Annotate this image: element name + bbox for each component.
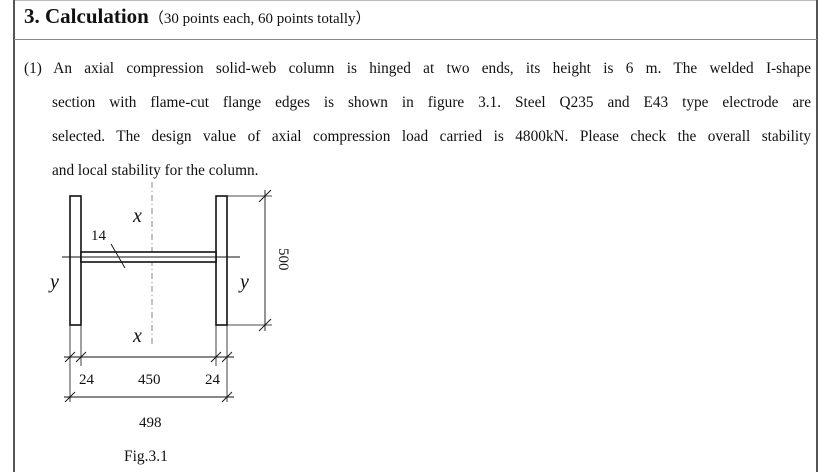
question-line-1: (1) An axial compression solid-web colum… (24, 60, 811, 77)
height-dimension-label: 500 (275, 248, 291, 271)
axis-x-bottom-label: x (132, 325, 142, 347)
flange-right-width-label: 24 (205, 372, 221, 388)
height-tick-bottom (258, 318, 272, 332)
points-note: （30 points each, 60 points totally） (148, 11, 371, 27)
axis-x-top-label: x (132, 205, 142, 227)
section-heading: 3. Calculation（30 points each, 60 points… (24, 4, 371, 29)
figure-caption: Fig.3.1 (124, 448, 168, 465)
question-paragraph: (1) An axial compression solid-web colum… (24, 52, 811, 188)
axis-y-left-label: y (48, 271, 59, 293)
left-flange (69, 195, 82, 326)
page-border-right (816, 0, 818, 472)
i-section-figure: 14 x x y y 500 24 450 24 498 Fig (48, 182, 291, 465)
web-thickness-label: 14 (91, 228, 107, 244)
page-border-left (13, 0, 15, 472)
right-flange (215, 195, 228, 326)
sub-width-tick-3 (210, 351, 222, 363)
web-thickness-dimension (110, 243, 126, 269)
question-line-4: and local stability for the column. (52, 162, 259, 179)
page-border-top (13, 0, 818, 1)
sub-width-tick-2 (75, 351, 87, 363)
sub-width-tick-4 (221, 351, 233, 363)
web-clear-width-label: 450 (138, 372, 161, 388)
axis-y-right-label: y (238, 271, 249, 293)
section-title: 3. Calculation (24, 4, 149, 28)
total-width-label: 498 (139, 415, 162, 431)
flange-left-width-label: 24 (79, 372, 95, 388)
heading-divider (14, 39, 817, 40)
question-line-2: section with flame-cut flange edges is s… (52, 94, 811, 111)
total-width-tick-right (221, 391, 233, 403)
sub-width-tick-1 (64, 351, 76, 363)
question-line-3: selected. The design value of axial comp… (52, 128, 811, 145)
height-tick-top (258, 189, 272, 203)
total-width-tick-left (64, 391, 76, 403)
